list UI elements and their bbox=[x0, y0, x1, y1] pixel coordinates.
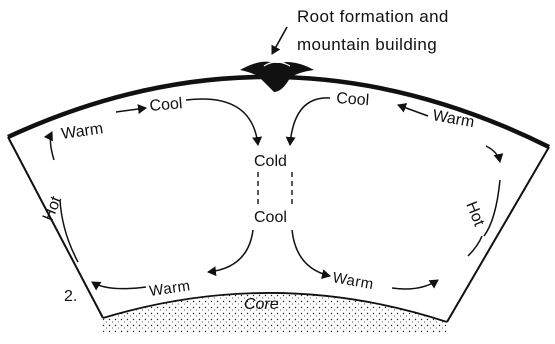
right-bottom-arrow bbox=[392, 280, 438, 289]
left-bottom-arrow bbox=[92, 282, 146, 289]
label-left-top-warm: Warm bbox=[60, 120, 104, 143]
label-right-bottom-warm: Warm bbox=[331, 269, 375, 293]
label-left-top-cool: Cool bbox=[149, 95, 183, 115]
label-left-side-hot: Hot bbox=[40, 194, 65, 224]
left-top-descending-arrow bbox=[186, 99, 258, 145]
mantle-left-edge bbox=[8, 137, 103, 318]
right-center-descending-arrow bbox=[292, 230, 330, 276]
label-center-cold: Cold bbox=[254, 153, 287, 170]
annotation-line-1: Root formation and bbox=[297, 7, 449, 26]
label-left-bottom-warm: Warm bbox=[148, 277, 191, 300]
left-center-descending-arrow bbox=[208, 230, 253, 272]
right-upper-descending-arrow bbox=[486, 146, 500, 162]
mantle-right-edge bbox=[447, 147, 549, 322]
right-top-arrow-warm-to-cool bbox=[398, 105, 428, 116]
label-core: Core bbox=[244, 296, 279, 313]
figure-number: 2. bbox=[64, 288, 77, 305]
right-side-rising-arrow bbox=[468, 236, 482, 256]
annotation-arrow bbox=[272, 27, 287, 54]
left-upper-rising-arrow bbox=[50, 132, 54, 160]
label-center-cool: Cool bbox=[254, 209, 287, 226]
right-top-descending-arrow bbox=[290, 98, 330, 145]
label-right-side-hot: Hot bbox=[462, 199, 487, 229]
right-side-descending-arrow bbox=[484, 180, 500, 236]
annotation-line-2: mountain building bbox=[297, 35, 437, 54]
left-top-arrow-warm-to-cool bbox=[116, 108, 146, 112]
label-right-top-cool: Cool bbox=[336, 90, 370, 109]
